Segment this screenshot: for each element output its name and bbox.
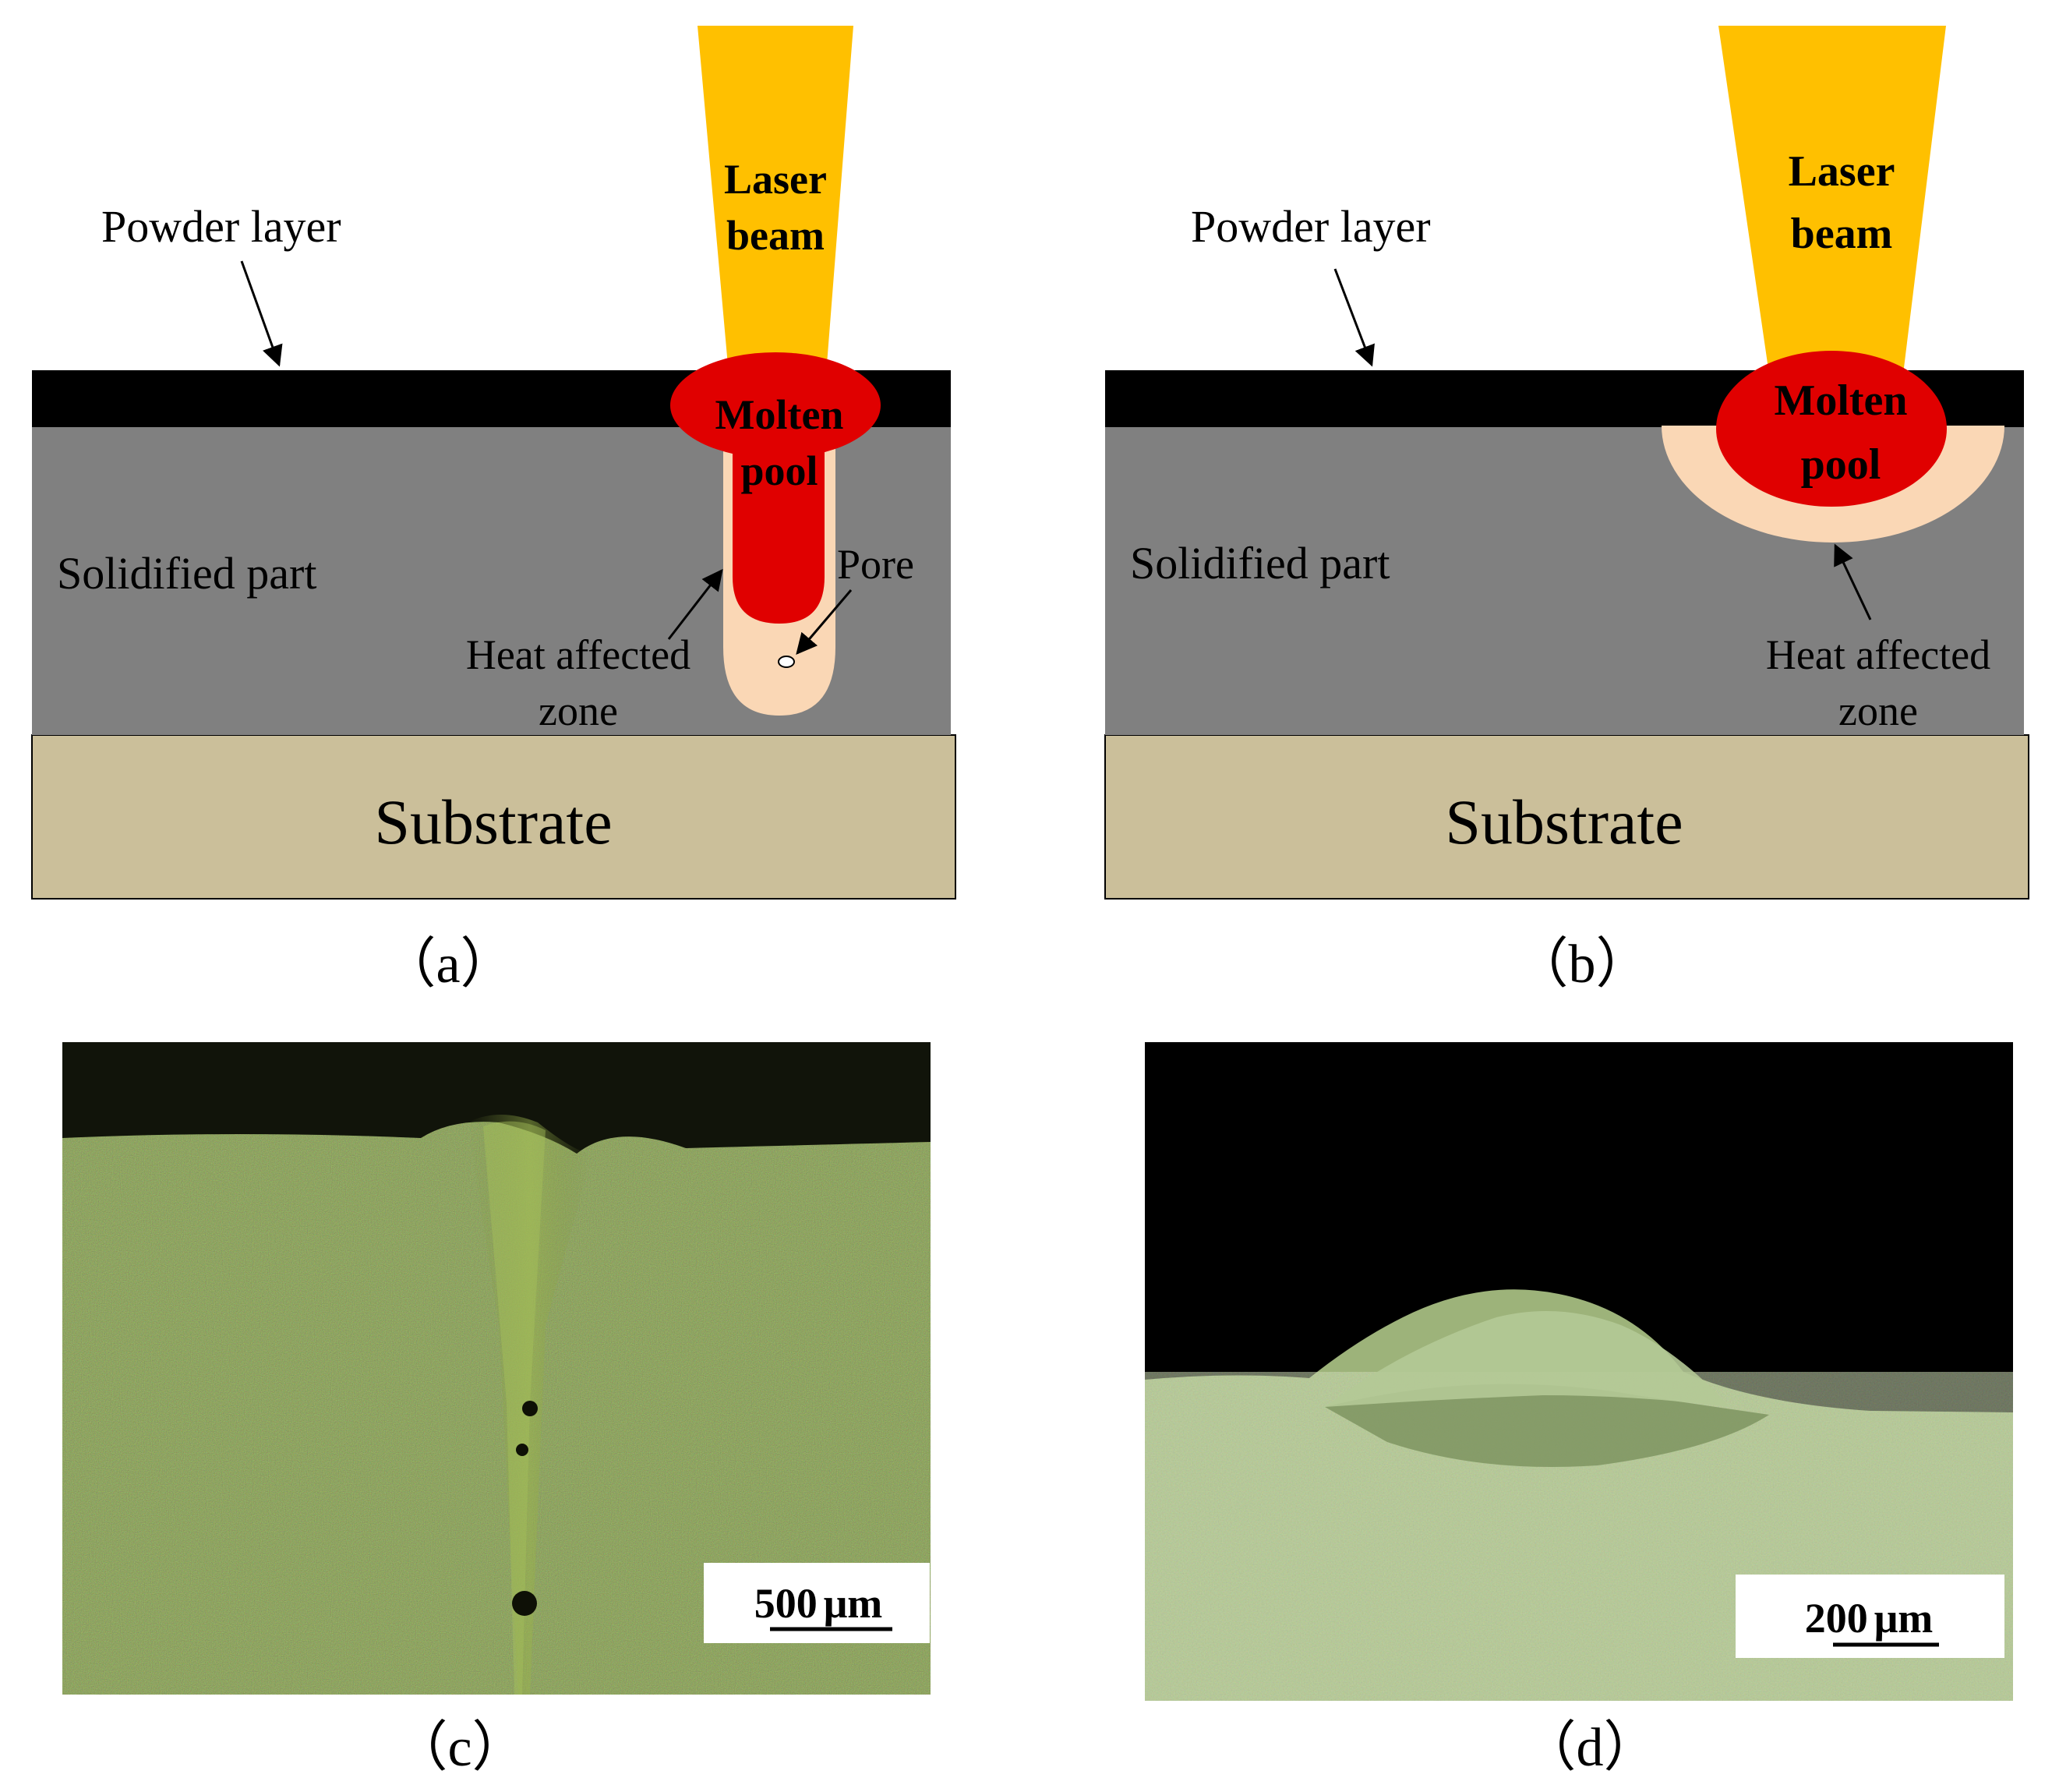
solidified-label: Solidified part xyxy=(57,548,316,599)
molten-label-line2: pool xyxy=(740,447,818,494)
powder-layer-label: Powder layer xyxy=(1191,201,1431,252)
caption-c: （c） xyxy=(393,1718,526,1778)
haz-label-line1: Heat affected xyxy=(466,631,690,678)
molten-pool xyxy=(1716,351,1947,507)
molten-label-line1: Molten xyxy=(1774,376,1907,425)
powder-layer-label: Powder layer xyxy=(101,201,341,252)
laser-label-line1: Laser xyxy=(1789,147,1895,196)
laser-label-line2: beam xyxy=(726,212,825,259)
haz-label-line2: zone xyxy=(1838,687,1918,734)
caption-a: （a） xyxy=(381,935,514,995)
molten-pool xyxy=(670,352,881,458)
keyhole-melt xyxy=(733,421,825,624)
molten-label-line2: pool xyxy=(1801,440,1881,489)
laser-beam xyxy=(698,26,853,374)
pore xyxy=(778,656,795,668)
caption-d: （d） xyxy=(1522,1718,1658,1778)
caption-b: （b） xyxy=(1514,935,1651,995)
solidified-label: Solidified part xyxy=(1130,538,1390,588)
molten-label-line1: Molten xyxy=(715,391,844,438)
substrate-block xyxy=(31,734,956,900)
haz-label-line1: Heat affected xyxy=(1766,631,1990,678)
panel-b: Laser beam Molten pool Powder layer Soli… xyxy=(1104,26,2029,995)
panel-a: Laser beam Molten pool Powder layer Soli… xyxy=(31,26,956,995)
laser-label-line2: beam xyxy=(1791,210,1893,258)
laser-label-line1: Laser xyxy=(724,156,827,203)
substrate-label: Substrate xyxy=(374,786,612,857)
haz-label-line2: zone xyxy=(539,687,618,734)
substrate-label: Substrate xyxy=(1445,786,1683,857)
pore-label: Pore xyxy=(837,541,914,588)
laser-beam xyxy=(1718,26,1946,374)
